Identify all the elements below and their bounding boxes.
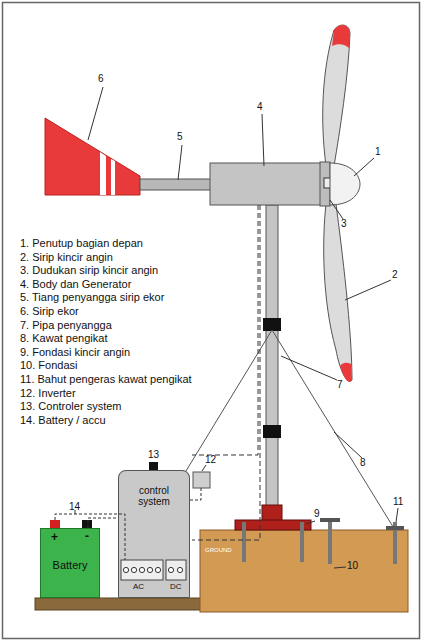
callout-number: 7 (337, 379, 343, 391)
tail-stripe (100, 152, 106, 195)
legend-list-item: 1. Penutup bagian depan (20, 237, 143, 250)
power-cable (192, 205, 260, 540)
nacelle-body (210, 163, 322, 205)
battery-wire (55, 514, 125, 560)
legend-list-item: 8. Kawat pengikat (20, 332, 107, 345)
callout-number: 9 (314, 508, 320, 520)
callout-number: 6 (98, 73, 104, 85)
battery-minus-post (82, 520, 92, 528)
leader-lines (75, 87, 398, 568)
control-box-fill (118, 470, 190, 598)
terminal-sign: + (51, 531, 58, 545)
blade-lower (324, 204, 352, 381)
legend-list-item: 3. Dudukan sirip kincir angin (20, 264, 158, 277)
terminal-screws (123, 567, 182, 572)
legend-list-item: 4. Body dan Generator (20, 278, 131, 291)
anchor-bolt (242, 522, 246, 562)
plank (35, 598, 215, 610)
tail-boom (140, 179, 212, 190)
callout-number: 11 (393, 496, 403, 508)
legend-list-item: 11. Bahut pengeras kawat pengikat (20, 373, 192, 386)
battery-box: Battery (40, 528, 100, 598)
legend-list-item: 7. Pipa penyangga (20, 319, 112, 332)
callout-number: 10 (347, 560, 358, 572)
tail-stripe (111, 159, 115, 195)
battery-fill (40, 528, 100, 598)
node-text: control system (123, 485, 185, 507)
terminal-label: DC (170, 582, 182, 591)
legend-list-item: 14. Battery / accu (20, 414, 106, 427)
anchor-nut (320, 518, 340, 522)
callout-number: 14 (69, 501, 80, 513)
tower-collar (263, 425, 281, 438)
ground-label: GROUND (205, 547, 232, 554)
tower-flange (262, 505, 282, 521)
anchor-bolt (328, 520, 332, 564)
control-system-box: control system (118, 470, 190, 598)
dc-terminal-strip (166, 560, 186, 580)
terminal-sign: - (85, 530, 89, 544)
callout-number: 13 (148, 449, 159, 461)
tail-fin (45, 118, 140, 195)
legend-list-item: 10. Fondasi (20, 359, 77, 372)
inverter (193, 472, 210, 488)
tower-collar (263, 318, 281, 331)
callout-number: 3 (341, 218, 347, 230)
frame (3, 3, 420, 639)
blade-tip (332, 25, 350, 48)
blade-upper (323, 25, 350, 166)
legend-list-item: 5. Tiang penyangga sirip ekor (20, 291, 164, 304)
legend-list-item: 2. Sirip kincir angin (20, 251, 113, 264)
wire-connector (88, 518, 118, 528)
wire-anchor-nut (386, 526, 404, 530)
terminal-label: AC (133, 582, 144, 591)
anchor-bolt (300, 522, 304, 562)
callout-number: 5 (177, 131, 183, 143)
callout-number: 4 (257, 101, 263, 113)
callout-number: 12 (205, 454, 216, 466)
base-plate (235, 520, 311, 530)
blade-tip (340, 363, 352, 382)
battery-plus-post (50, 520, 60, 528)
node-text: Battery (53, 559, 88, 571)
ac-terminal-strip (121, 560, 163, 580)
power-cable (192, 205, 258, 455)
legend-list-item: 13. Controler system (20, 400, 121, 413)
callout-number: 1 (375, 146, 381, 158)
tower-pipe (266, 205, 278, 520)
legend-list-item: 9. Fondasi kincir angin (20, 346, 130, 359)
callout-number: 8 (360, 457, 366, 469)
control-terminal (149, 462, 158, 470)
callout-number: 2 (392, 269, 398, 281)
nose-cone (330, 163, 360, 205)
legend-list-item: 6. Sirip ekor (20, 305, 79, 318)
legend-list-item: 12. Inverter (20, 387, 76, 400)
guy-wire (272, 330, 395, 530)
